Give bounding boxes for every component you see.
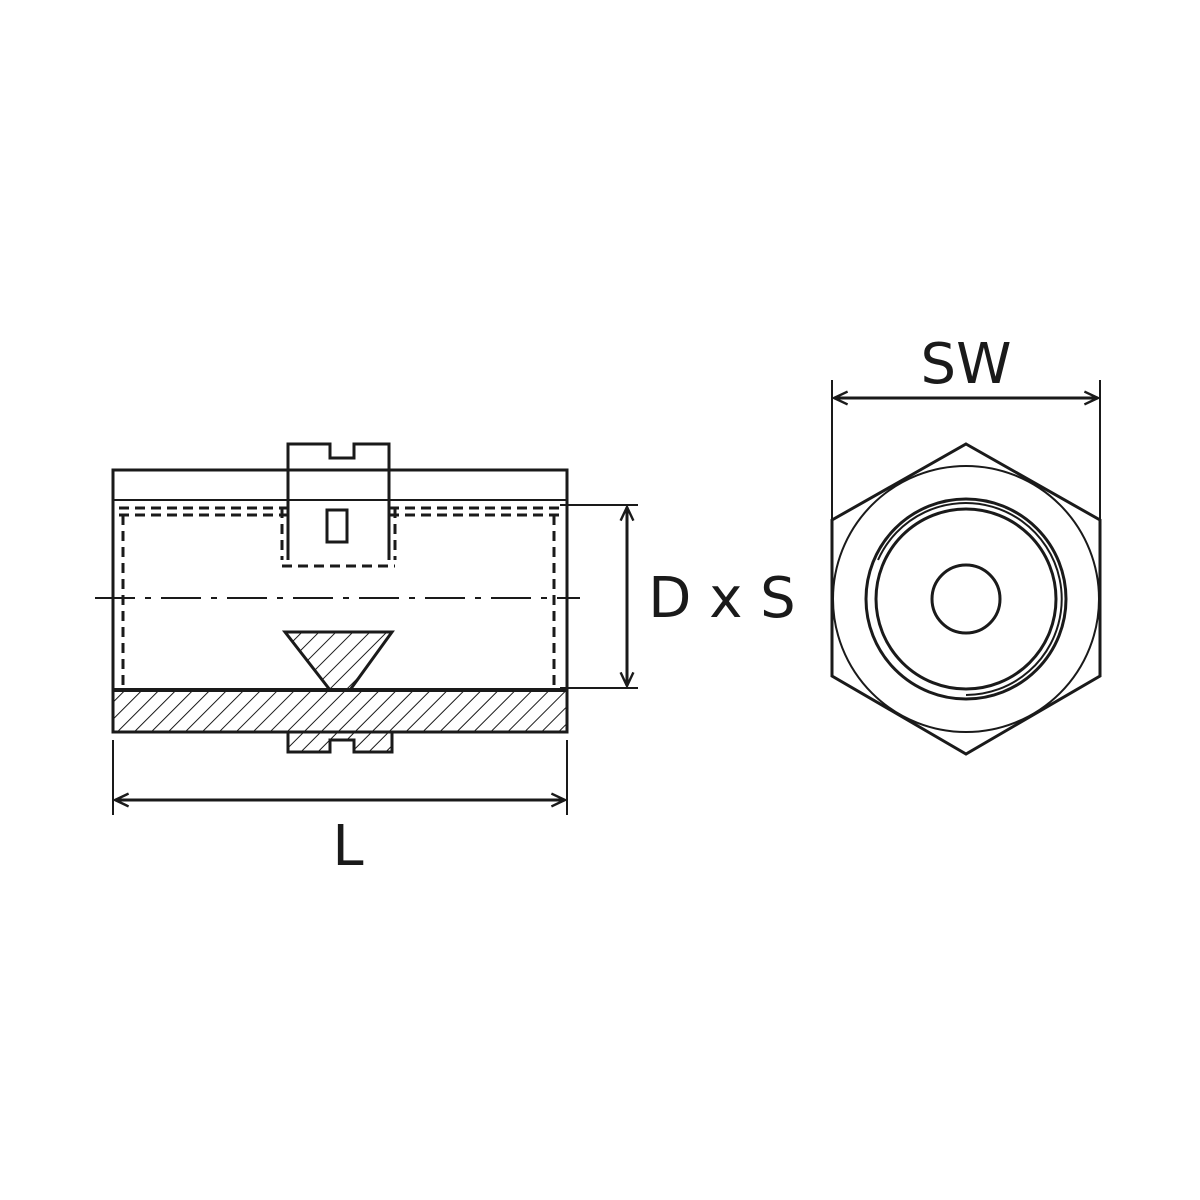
thread-hidden-lines [119, 506, 560, 690]
thread-arc [877, 502, 1063, 696]
wrench-size-label: SW [921, 332, 1012, 397]
diameter-thread-label: D x S [648, 566, 795, 631]
thread-outer-circle [864, 497, 1068, 701]
hex-chamfer-circle [832, 465, 1100, 733]
collar-slot [325, 508, 349, 544]
length-label: L [332, 814, 363, 879]
side-view [95, 442, 638, 815]
hex-collar-top [286, 442, 391, 470]
end-view [830, 380, 1102, 756]
hex-outline [830, 442, 1102, 756]
thread-inner-circle [874, 507, 1058, 691]
bore-circle [930, 563, 1002, 635]
